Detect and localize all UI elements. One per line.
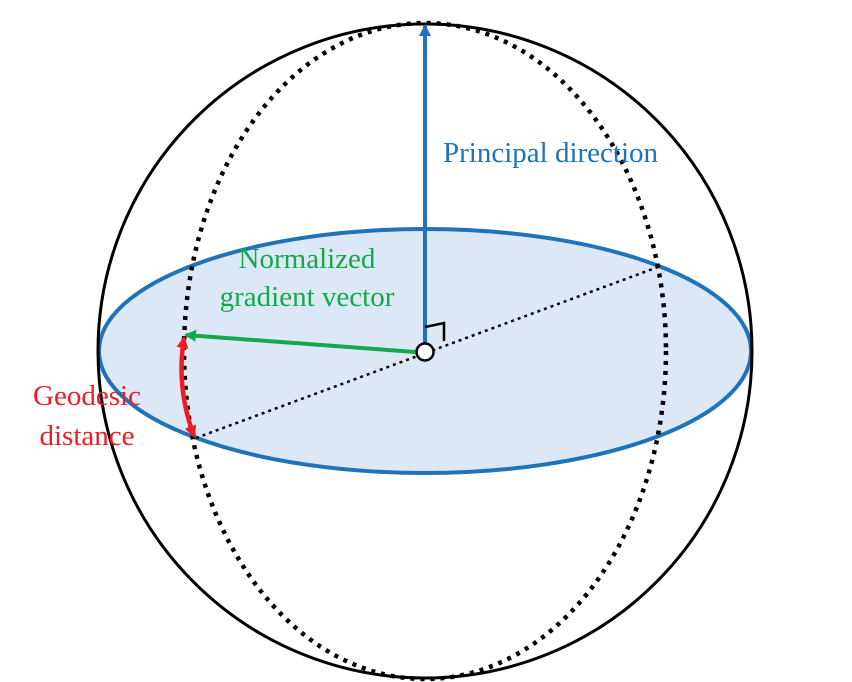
gradient-vector-label-line1: Normalized: [239, 243, 376, 275]
geodesic-distance-label-line1: Geodesic: [33, 380, 141, 412]
meridian-dotted: [181, 20, 669, 682]
right-angle-marker: [424, 321, 446, 341]
gradient-vector-label-line2: gradient vector: [220, 281, 395, 313]
gradient-vector-arrow: [184, 329, 416, 354]
center-point: [415, 342, 435, 362]
geodesic-distance-arrow: [176, 336, 197, 438]
geodesic-distance-label-line2: distance: [39, 420, 134, 452]
principal-direction-label: Principal direction: [443, 137, 659, 169]
